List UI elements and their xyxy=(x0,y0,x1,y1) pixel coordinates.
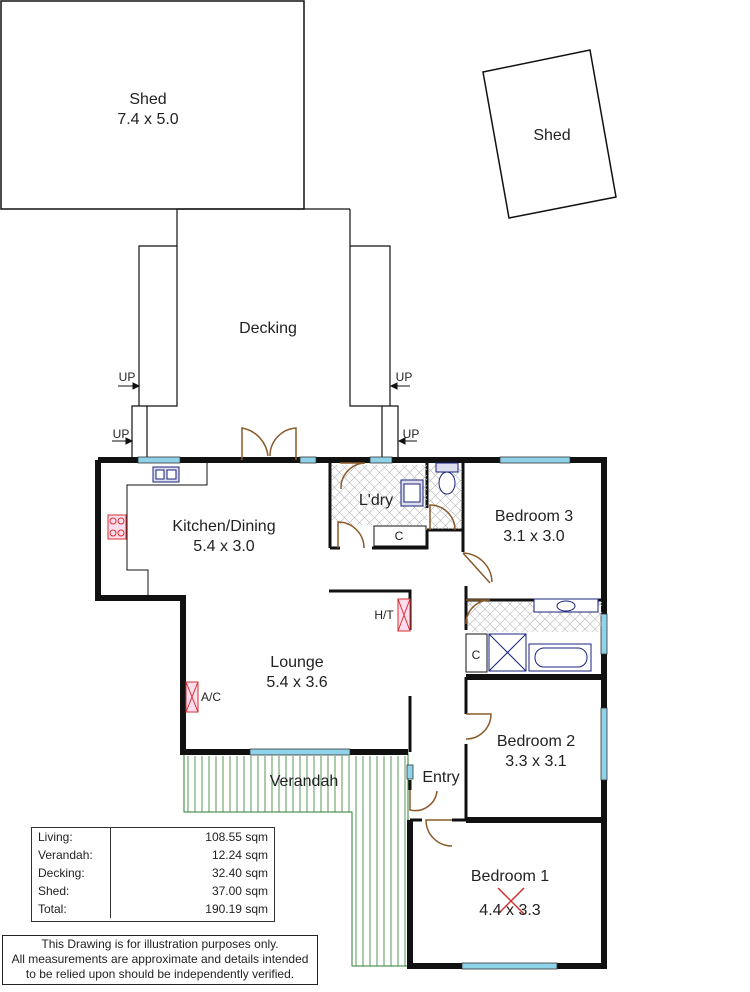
disclaimer-line: This Drawing is for illustration purpose… xyxy=(41,937,279,951)
area-value: 32.40 sqm xyxy=(211,866,268,880)
laundry-cupboard-label: C xyxy=(394,529,404,543)
hot-water-marker xyxy=(397,598,411,632)
up-label-right-lower: UP xyxy=(402,427,420,441)
disclaimer-box: This Drawing is for illustration purpose… xyxy=(2,935,318,985)
bedroom2-size: 3.3 x 3.1 xyxy=(505,753,567,770)
kitchen-name: Kitchen/Dining xyxy=(172,518,276,535)
shower-fixture xyxy=(488,633,527,672)
verandah-name: Verandah xyxy=(269,773,339,790)
decking-outline xyxy=(131,208,399,460)
ceiling-fan-marker xyxy=(497,887,525,915)
lounge-size: 5.4 x 3.6 xyxy=(266,674,328,691)
bedroom1-size: 4.4 x 3.3 xyxy=(479,902,541,919)
bedroom2-name: Bedroom 2 xyxy=(496,733,576,750)
vanity-fixture xyxy=(533,598,599,613)
toilet-fixture xyxy=(435,462,459,495)
verandah-hatch xyxy=(187,756,406,966)
area-value: 190.19 sqm xyxy=(205,902,268,916)
bedroom1-name: Bedroom 1 xyxy=(470,868,550,885)
bedroom3-name: Bedroom 3 xyxy=(494,508,574,525)
stove-fixture xyxy=(107,514,127,540)
aircon-label: A/C xyxy=(200,690,222,704)
shed-main-size: 7.4 x 5.0 xyxy=(117,111,179,128)
laundry-label: L'dry xyxy=(359,491,393,511)
area-label: Total: xyxy=(32,900,111,918)
kitchen-label: Kitchen/Dining 5.4 x 3.0 xyxy=(172,517,275,557)
shed-small-outline xyxy=(482,49,617,219)
lounge-name: Lounge xyxy=(270,654,324,671)
shed-small-name: Shed xyxy=(533,127,571,144)
area-value: 108.55 sqm xyxy=(205,830,268,844)
shed-main-label: Shed 7.4 x 5.0 xyxy=(117,90,178,130)
area-label: Verandah: xyxy=(32,846,111,864)
area-label: Decking: xyxy=(32,864,111,882)
area-row: Shed: 37.00 sqm xyxy=(32,882,274,900)
entry-name: Entry xyxy=(422,769,460,786)
area-label: Living: xyxy=(32,828,111,846)
doors xyxy=(241,427,493,847)
shed-main-outline xyxy=(0,0,305,210)
up-label-right-upper: UP xyxy=(395,370,413,384)
bedroom3-label: Bedroom 3 3.1 x 3.0 xyxy=(495,507,573,547)
hot-water-label: H/T xyxy=(374,608,394,622)
up-label-left-upper: UP xyxy=(118,370,136,384)
laundry-tub xyxy=(400,479,424,507)
windows xyxy=(137,456,608,970)
area-row: Total: 190.19 sqm xyxy=(32,900,274,918)
bedroom1-label: Bedroom 1 4.4 x 3.3 xyxy=(471,867,549,921)
area-row: Verandah: 12.24 sqm xyxy=(32,846,274,864)
kitchen-bench xyxy=(126,463,208,598)
kitchen-size: 5.4 x 3.0 xyxy=(193,538,255,555)
area-label: Shed: xyxy=(32,882,111,900)
area-value: 37.00 sqm xyxy=(211,884,268,898)
up-label-left-lower: UP xyxy=(112,427,130,441)
bedroom2-label: Bedroom 2 3.3 x 3.1 xyxy=(497,732,575,772)
bedroom3-size: 3.1 x 3.0 xyxy=(503,528,565,545)
entry-label: Entry xyxy=(422,768,459,788)
verandah-label: Verandah xyxy=(270,772,339,792)
bath-fixture xyxy=(528,643,592,672)
area-row: Decking: 32.40 sqm xyxy=(32,864,274,882)
lounge-label: Lounge 5.4 x 3.6 xyxy=(266,653,327,693)
disclaimer-line: to be relied upon should be independentl… xyxy=(25,967,295,981)
up-arrows xyxy=(112,382,417,445)
area-row: Living: 108.55 sqm xyxy=(32,828,274,846)
area-value: 12.24 sqm xyxy=(211,848,268,862)
laundry-cupboard xyxy=(373,525,427,547)
decking-label: Decking xyxy=(239,319,297,339)
bathroom-cupboard-label: C xyxy=(471,648,481,662)
aircon-marker xyxy=(185,681,199,713)
bathroom-cupboard xyxy=(465,633,488,673)
shed-main-name: Shed xyxy=(129,91,167,108)
area-summary-table: Living: 108.55 sqm Verandah: 12.24 sqm Dec… xyxy=(31,827,275,922)
shed-small-label: Shed xyxy=(533,126,570,146)
disclaimer-line: All measurements are approximate and det… xyxy=(11,952,309,966)
sink-fixture xyxy=(152,466,180,483)
decking-name: Decking xyxy=(239,320,297,337)
laundry-name: L'dry xyxy=(358,492,394,509)
